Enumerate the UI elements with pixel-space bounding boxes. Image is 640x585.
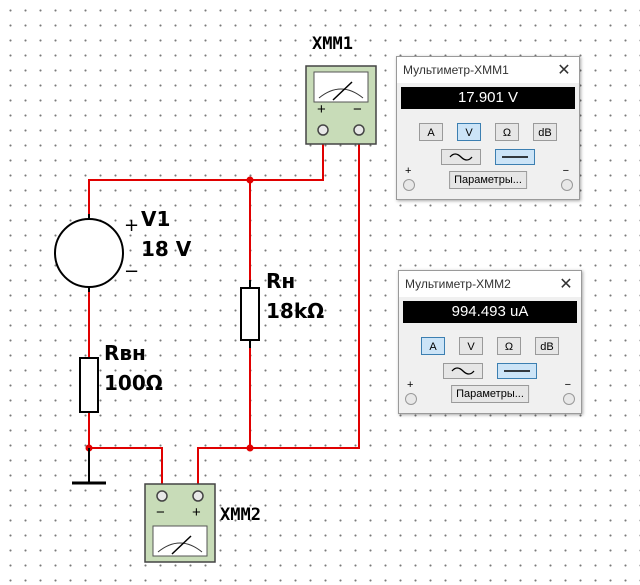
mode-ohm-button[interactable]: Ω (495, 123, 519, 141)
wire-xmm2-minus (88, 412, 163, 490)
junction-bottom (246, 444, 254, 452)
window-titlebar[interactable]: Мультиметр-XMM2 ✕ (399, 271, 581, 297)
xmm1-name-label: XMM1 (312, 34, 353, 54)
internal-value-label: 100Ω (104, 371, 163, 395)
xmm2-name-label: XMM2 (220, 505, 261, 525)
panel-bottom: + Параметры... − (397, 165, 579, 199)
mode-v-button[interactable]: V (459, 337, 483, 355)
multimeter-xmm1-symbol[interactable] (305, 65, 377, 145)
dc-line-icon (502, 156, 528, 158)
term-plus-label: + (405, 165, 412, 177)
mode-v-button[interactable]: V (457, 123, 481, 141)
parameters-button[interactable]: Параметры... (451, 385, 529, 403)
term-minus-jack[interactable] (563, 393, 575, 405)
term-minus-jack[interactable] (561, 179, 573, 191)
dc-line-icon (504, 370, 530, 372)
source-value-label: 18 V (141, 237, 192, 261)
source-plus-sign: + (124, 215, 140, 236)
window-titlebar[interactable]: Мультиметр-XMM1 ✕ (397, 57, 579, 83)
ac-wave-icon (449, 153, 473, 161)
reading-display: 17.901 V (401, 87, 575, 109)
mode-a-button[interactable]: A (421, 337, 445, 355)
source-name-label: V1 (141, 207, 171, 231)
window-title: Мультиметр-XMM1 (403, 63, 509, 77)
mode-db-button[interactable]: dB (533, 123, 557, 141)
voltage-source-v1[interactable] (54, 214, 124, 292)
signal-buttons (397, 149, 579, 165)
mode-ohm-button[interactable]: Ω (497, 337, 521, 355)
load-value-label: 18kΩ (266, 299, 325, 323)
internal-name-label: Rвн (104, 341, 146, 365)
panel-bottom: + Параметры... − (399, 379, 581, 413)
close-icon[interactable]: ✕ (557, 62, 571, 79)
term-minus-label: − (562, 165, 569, 177)
junctions (85, 176, 254, 452)
window-title: Мультиметр-XMM2 (405, 277, 511, 291)
ac-button[interactable] (443, 363, 483, 379)
source-minus-sign: − (124, 261, 140, 282)
load-name-label: Rн (266, 269, 296, 293)
term-plus-label: + (407, 379, 414, 391)
multimeter-xmm2-symbol[interactable] (144, 483, 216, 563)
xmm2-plus-sign: + (192, 504, 201, 521)
mode-db-button[interactable]: dB (535, 337, 559, 355)
reading-display: 994.493 uA (403, 301, 577, 323)
mode-buttons: A V Ω dB (399, 337, 581, 355)
multimeter-xmm1-window[interactable]: Мультиметр-XMM1 ✕ 17.901 V A V Ω dB + Па… (396, 56, 580, 200)
term-plus-jack[interactable] (403, 179, 415, 191)
close-icon[interactable]: ✕ (559, 276, 573, 293)
multimeter-xmm2-window[interactable]: Мультиметр-XMM2 ✕ 994.493 uA A V Ω dB + … (398, 270, 582, 414)
mode-a-button[interactable]: A (419, 123, 443, 141)
wire-xmm1-minus (197, 138, 360, 490)
signal-buttons (399, 363, 581, 379)
ground-symbol[interactable] (72, 448, 106, 485)
resistor-rvn[interactable] (79, 357, 99, 413)
mode-buttons: A V Ω dB (397, 123, 579, 141)
junction-top (246, 176, 254, 184)
ac-wave-icon (451, 367, 475, 375)
dc-button[interactable] (497, 363, 537, 379)
dc-button[interactable] (495, 149, 535, 165)
parameters-button[interactable]: Параметры... (449, 171, 527, 189)
xmm1-minus-sign: − (353, 101, 362, 118)
wire-top (88, 138, 324, 214)
wires (88, 138, 360, 490)
ac-button[interactable] (441, 149, 481, 165)
xmm1-plus-sign: + (317, 101, 326, 118)
xmm2-minus-sign: − (156, 504, 165, 521)
resistor-rn[interactable] (240, 280, 260, 348)
term-minus-label: − (564, 379, 571, 391)
term-plus-jack[interactable] (405, 393, 417, 405)
